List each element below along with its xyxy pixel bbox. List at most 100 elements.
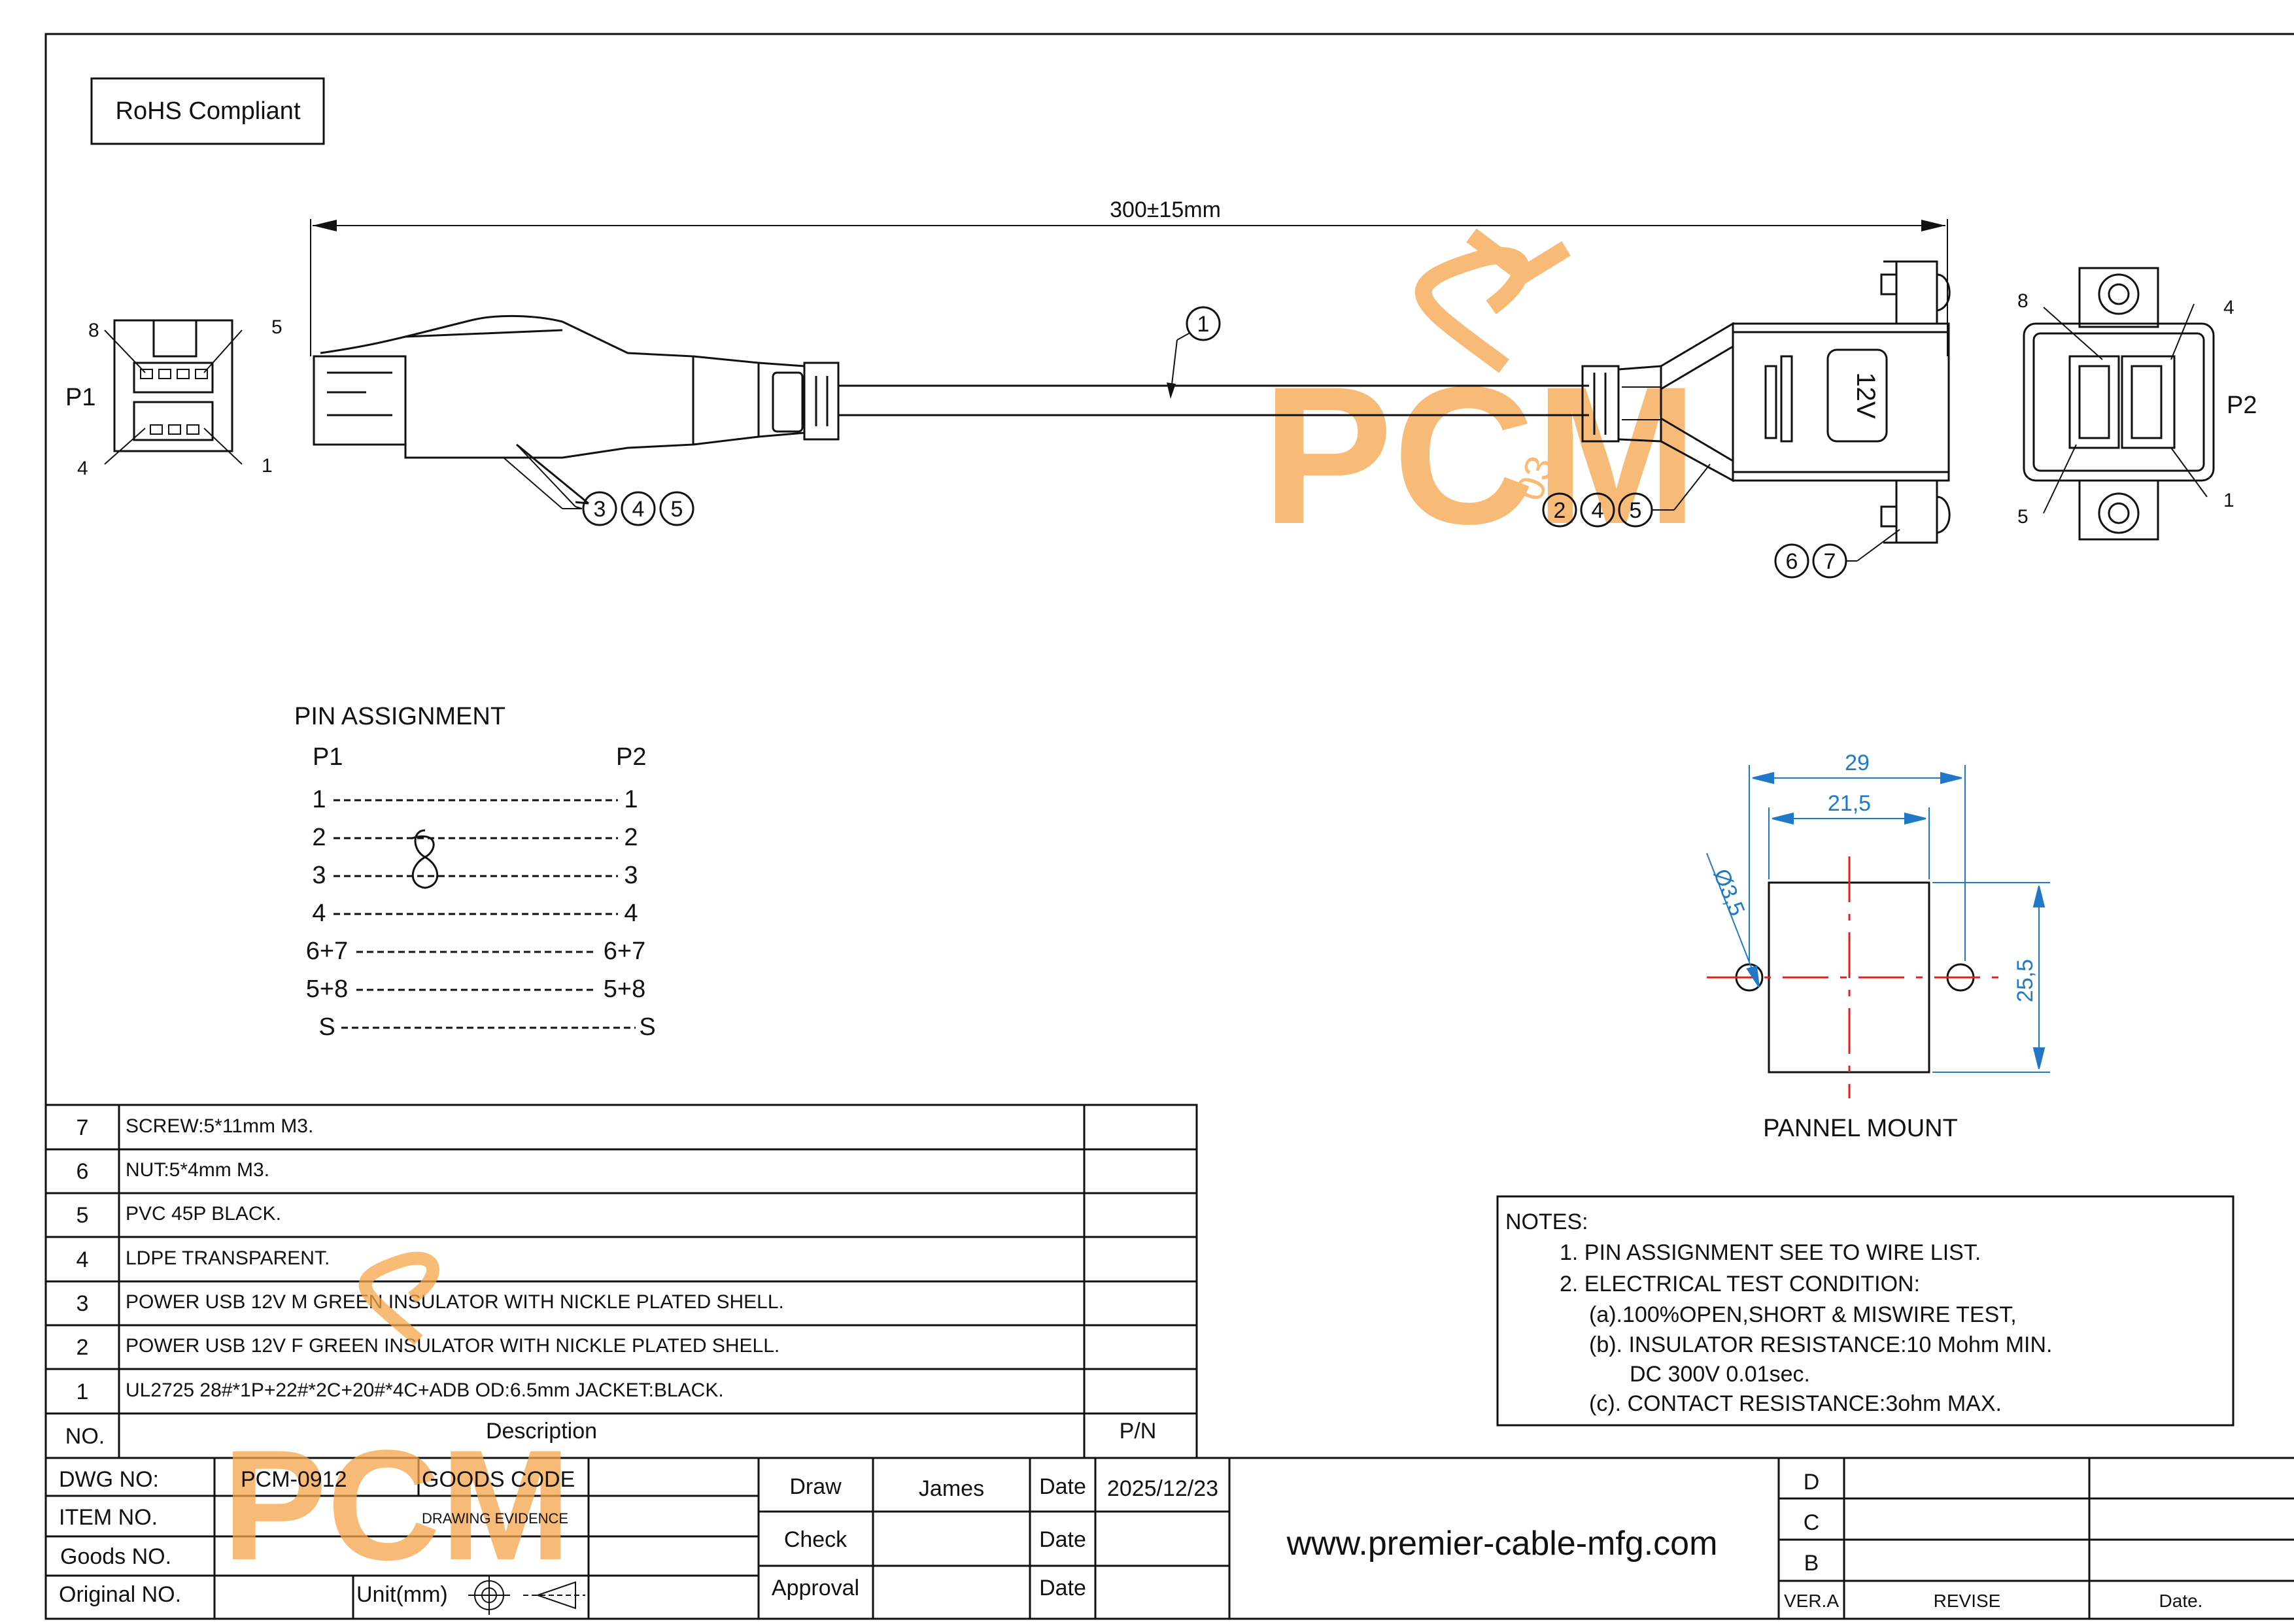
balloon-4: 4 — [632, 497, 645, 522]
pin-right-67: 6+7 — [604, 938, 645, 965]
goods-no-label: Goods NO. — [60, 1544, 171, 1569]
pin-assignment: PIN ASSIGNMENT P1 P2 1 1 2 2 3 3 4 4 6+7… — [294, 703, 656, 1041]
pin-assignment-p2: P2 — [616, 743, 646, 771]
voltage-badge: 12V — [1851, 372, 1880, 418]
bom-header-pn: P/N — [1120, 1419, 1157, 1444]
pin-left-2: 2 — [312, 824, 326, 851]
length-label: 300±15mm — [1110, 197, 1221, 222]
p2-pin-4: 4 — [2223, 297, 2234, 318]
item-no-label: ITEM NO. — [59, 1505, 158, 1530]
check-date-label: Date — [1039, 1527, 1086, 1552]
note-2c: (c). CONTACT RESISTANCE:3ohm MAX. — [1589, 1391, 2002, 1416]
balloon-group-socket: 2 4 5 — [1542, 464, 1711, 528]
ver-label: VER.A — [1784, 1591, 1839, 1611]
draw-label: Draw — [789, 1474, 842, 1499]
note-2b-cont: DC 300V 0.01sec. — [1630, 1362, 1810, 1387]
balloon-group-cable: 1 — [1167, 306, 1221, 399]
bom-header-desc: Description — [486, 1419, 597, 1444]
draw-name: James — [919, 1476, 984, 1501]
panel-mount-title: PANNEL MOUNT — [1763, 1115, 1958, 1142]
p1-pin-1: 1 — [262, 455, 273, 477]
p1-label: P1 — [65, 384, 95, 411]
balloon-3: 3 — [594, 497, 606, 522]
bom-no-3: 3 — [77, 1291, 89, 1316]
pin-right-2: 2 — [624, 824, 638, 851]
note-2: 2. ELECTRICAL TEST CONDITION: — [1560, 1272, 1920, 1296]
bom-desc-1: UL2725 28#*1P+22#*2C+20#*4C+ADB OD:6.5mm… — [126, 1379, 724, 1401]
drawing-evidence-label: DRAWING EVIDENCE — [422, 1510, 568, 1527]
rev-date-label: Date. — [2159, 1591, 2203, 1611]
length-dimension: 300±15mm — [310, 197, 1948, 356]
bom-no-1: 1 — [77, 1379, 89, 1404]
note-1: 1. PIN ASSIGNMENT SEE TO WIRE LIST. — [1560, 1240, 1981, 1265]
p1-pin-4: 4 — [77, 458, 88, 479]
bom-table: 7 SCREW:5*11mm M3. 6 NUT:5*4mm M3. 5 PVC… — [44, 1104, 1198, 1459]
bom-no-5: 5 — [77, 1203, 89, 1228]
bom-no-7: 7 — [77, 1115, 89, 1140]
balloon-1: 1 — [1197, 312, 1210, 337]
bom-no-6: 6 — [77, 1159, 89, 1184]
rev-b: B — [1804, 1551, 1819, 1576]
unit-label: Unit(mm) — [356, 1582, 448, 1607]
balloon-group-hardware: 6 7 — [1774, 529, 1900, 579]
balloon-group-plug: 3 4 5 — [503, 457, 694, 526]
rohs-box — [90, 77, 325, 145]
bom-no-2: 2 — [77, 1335, 89, 1360]
balloon-4b: 4 — [1592, 498, 1604, 523]
pin-left-s: S — [318, 1013, 335, 1041]
draw-date: 2025/12/23 — [1107, 1476, 1218, 1501]
notes-title: NOTES: — [1505, 1210, 1588, 1234]
bom-header-no: NO. — [65, 1424, 105, 1449]
pin-left-67: 6+7 — [306, 938, 348, 965]
rev-d: D — [1804, 1470, 1820, 1495]
revise-label: REVISE — [1934, 1591, 2001, 1611]
p2-end-view — [2023, 267, 2215, 541]
pin-right-s: S — [639, 1013, 655, 1041]
approval-label: Approval — [772, 1576, 859, 1600]
p2-label: P2 — [2227, 392, 2257, 419]
pin-left-4: 4 — [312, 900, 326, 927]
dwg-no-value: PCM-0912 — [241, 1467, 347, 1492]
twist-symbol — [411, 829, 439, 889]
note-2a: (a).100%OPEN,SHORT & MISWIRE TEST, — [1589, 1302, 2017, 1327]
pin-right-1: 1 — [624, 786, 638, 813]
dwg-no-label: DWG NO: — [59, 1467, 159, 1492]
socket-side-view — [1581, 260, 1951, 544]
p1-pin-5: 5 — [271, 316, 282, 338]
p1-end-view: P1 8 5 4 1 — [65, 316, 282, 479]
watermark-arrow — [1466, 228, 1571, 285]
panel-mount: 29 21,5 25,5 Ø3,5 PANNEL MOUNT — [1706, 751, 2050, 1142]
dim-21-5: 21,5 — [1828, 791, 1871, 816]
p1-pin-8: 8 — [88, 320, 99, 341]
watermark-text: PCM — [1262, 345, 1698, 565]
website: www.premier-cable-mfg.com — [1286, 1525, 1718, 1563]
note-2b: (b). INSULATOR RESISTANCE:10 Mohm MIN. — [1589, 1332, 2052, 1357]
plug-leader — [516, 444, 576, 507]
pin-left-1: 1 — [312, 786, 326, 813]
notes-box: NOTES: 1. PIN ASSIGNMENT SEE TO WIRE LIS… — [1496, 1195, 2234, 1427]
watermark-bottom: PCM — [222, 1251, 571, 1593]
projection-symbol-icon — [468, 1576, 585, 1615]
bom-desc-4: LDPE TRANSPARENT. — [126, 1247, 330, 1269]
pin-right-58: 5+8 — [604, 975, 645, 1003]
title-block: PCM DWG NO: PCM-0912 GOODS CODE ITEM NO.… — [46, 1251, 2294, 1619]
p2-pin-1: 1 — [2223, 490, 2234, 511]
pin-left-3: 3 — [312, 862, 326, 889]
check-label: Check — [784, 1527, 847, 1552]
pin-right-4: 4 — [624, 900, 638, 927]
dim-hole: Ø3,5 — [1709, 866, 1750, 920]
pin-left-58: 5+8 — [306, 975, 348, 1003]
balloon-5: 5 — [671, 497, 683, 522]
plug-side-view — [313, 314, 1589, 505]
bom-desc-3: POWER USB 12V M GREEN INSULATOR WITH NIC… — [126, 1291, 784, 1313]
balloon-5b: 5 — [1630, 498, 1642, 523]
bom-no-4: 4 — [77, 1247, 89, 1272]
rev-c: C — [1804, 1510, 1820, 1535]
draw-date-label: Date — [1039, 1474, 1086, 1499]
original-no-label: Original NO. — [59, 1582, 181, 1607]
balloon-7: 7 — [1824, 549, 1836, 574]
goods-code-label: GOODS CODE — [422, 1467, 575, 1492]
pin-assignment-p1: P1 — [313, 743, 343, 771]
dim-29: 29 — [1845, 751, 1870, 775]
